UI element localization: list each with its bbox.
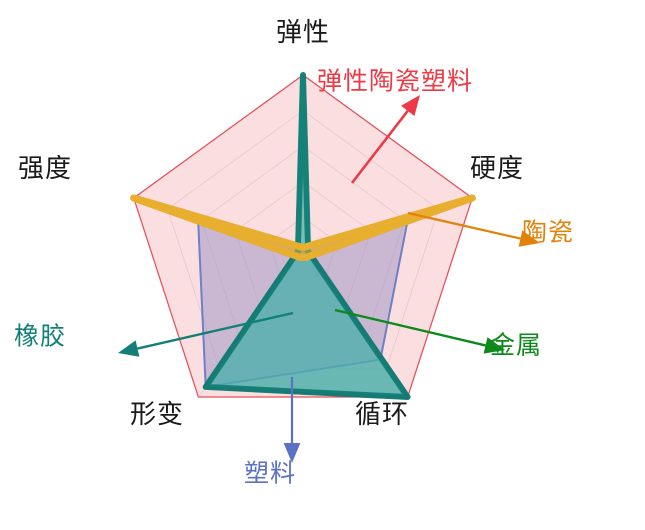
series-label-metal: 金属 [489, 331, 543, 360]
arrow-rubber [118, 311, 294, 357]
arrow-elastic-ceramic-plastic [350, 95, 420, 184]
annotation-arrows [118, 95, 540, 463]
series-label-ceramic: 陶瓷 [521, 218, 575, 247]
axis-label-hardness: 硬度 [469, 153, 525, 183]
radar-series-group [130, 72, 476, 401]
arrow-plastic [283, 377, 301, 463]
axis-label-elasticity: 弹性 [275, 17, 331, 47]
series-label-plastic: 塑料 [243, 459, 297, 488]
axis-label-strength: 强度 [17, 153, 73, 183]
arrow-ceramic [407, 211, 540, 247]
series-label-rubber: 橡胶 [13, 322, 67, 351]
series-label-elastic-ceramic-plastic: 弹性陶瓷塑料 [316, 67, 474, 96]
axis-label-cycle: 循环 [354, 399, 410, 429]
arrow-metal [334, 308, 505, 354]
axis-label-deformation: 形变 [129, 399, 185, 429]
